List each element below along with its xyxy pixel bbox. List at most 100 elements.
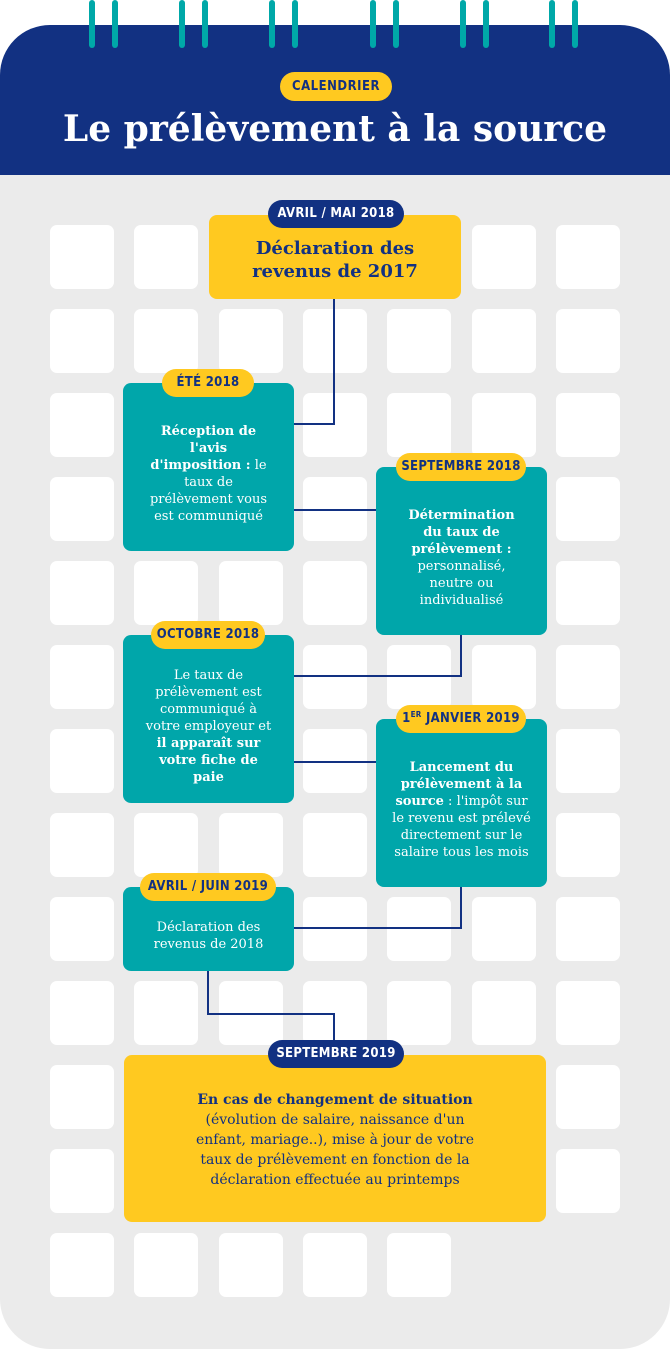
- calendar-day-cell: [556, 309, 620, 373]
- calendar-day-cell: [387, 309, 451, 373]
- step-card-changement-situation: En cas de changement de situation (évolu…: [124, 1055, 546, 1222]
- connector-line: [294, 886, 462, 929]
- date-day: 1: [402, 711, 411, 726]
- calendar-day-cell: [50, 561, 114, 625]
- step-date-badge: ÉTÉ 2018: [162, 369, 254, 397]
- calendar-day-cell: [50, 309, 114, 373]
- step-date-badge: AVRIL / JUIN 2019: [140, 873, 276, 901]
- calendar-day-cell: [556, 225, 620, 289]
- calendar-day-cell: [387, 981, 451, 1045]
- calendar-day-cell: [556, 813, 620, 877]
- calendar-day-cell: [50, 477, 114, 541]
- calendar-day-cell: [303, 813, 367, 877]
- calendar-day-cell: [556, 729, 620, 793]
- connector-line: [207, 970, 335, 1040]
- step-text-bold: Réception de l'avis d'imposition :: [150, 424, 257, 473]
- step-card-employeur: Le taux de prélèvement est communiqué à …: [123, 635, 294, 803]
- calendar-day-cell: [134, 1233, 198, 1297]
- binder-ring: [292, 0, 298, 48]
- calendar-day-cell: [50, 225, 114, 289]
- step-date-badge: 1ER JANVIER 2019: [396, 705, 526, 733]
- calendar-day-cell: [134, 309, 198, 373]
- calendar-day-cell: [472, 981, 536, 1045]
- calendar-day-cell: [472, 897, 536, 961]
- calendar-day-cell: [387, 1233, 451, 1297]
- step-card-declaration-2017: Déclaration des revenus de 2017: [209, 215, 461, 299]
- binder-ring: [89, 0, 95, 48]
- step-text: Réception de l'avis d'imposition : le ta…: [150, 423, 268, 525]
- step-text-regular: Le taux de prélèvement est communiqué à …: [145, 667, 272, 734]
- binder-ring: [269, 0, 275, 48]
- calendar-day-cell: [556, 645, 620, 709]
- binder-ring: [483, 0, 489, 48]
- calendar-day-cell: [50, 1233, 114, 1297]
- step-text-regular: le taux de prélèvement vous est communiq…: [149, 458, 268, 524]
- date-ordinal: ER: [410, 710, 422, 719]
- calendar-day-cell: [50, 645, 114, 709]
- page-title: Le prélèvement à la source: [62, 108, 608, 150]
- calendar-day-cell: [556, 477, 620, 541]
- step-text: Déclaration des revenus de 2018: [149, 919, 269, 953]
- step-text-bold: Lancement du prélèvement à la source: [395, 760, 523, 809]
- calendar-day-cell: [556, 393, 620, 457]
- connector-line: [294, 634, 462, 677]
- step-text-bold: Déclaration des revenus de 2017: [252, 238, 418, 282]
- step-date-badge: AVRIL / MAI 2018: [268, 200, 404, 228]
- calendar-day-cell: [134, 813, 198, 877]
- step-date-badge: SEPTEMBRE 2019: [268, 1040, 404, 1068]
- calendar-day-cell: [472, 393, 536, 457]
- step-text: Lancement du prélèvement à la source : l…: [389, 759, 535, 861]
- connector-line: [294, 299, 335, 425]
- calendar-day-cell: [556, 1065, 620, 1129]
- step-text-bold: il apparaît sur votre fiche de paie: [156, 735, 261, 785]
- calendar-day-cell: [303, 561, 367, 625]
- binder-ring: [393, 0, 399, 48]
- calendar-day-cell: [50, 897, 114, 961]
- step-text: En cas de changement de situation (évolu…: [180, 1090, 490, 1190]
- calendar-day-cell: [50, 1149, 114, 1213]
- step-card-determination-taux: Détermination du taux de prélèvement : p…: [376, 467, 547, 635]
- step-text-regular: (évolution de salaire, naissance d'un en…: [195, 1111, 475, 1188]
- calendar-day-cell: [134, 561, 198, 625]
- step-text: Détermination du taux de prélèvement : p…: [399, 507, 525, 609]
- binder-ring: [572, 0, 578, 48]
- step-text-bold: Détermination du taux de prélèvement :: [408, 508, 515, 557]
- step-date-badge: SEPTEMBRE 2018: [396, 453, 526, 481]
- calendar-day-cell: [387, 393, 451, 457]
- calendar-day-cell: [50, 393, 114, 457]
- calendar-day-cell: [303, 1233, 367, 1297]
- binder-ring: [460, 0, 466, 48]
- binder-ring: [549, 0, 555, 48]
- calendar-day-cell: [472, 309, 536, 373]
- step-text-regular: Déclaration des revenus de 2018: [153, 920, 264, 952]
- date-month: JANVIER 2019: [421, 711, 520, 726]
- step-card-lancement: Lancement du prélèvement à la source : l…: [376, 719, 547, 887]
- step-text-regular: personnalisé, neutre ou individualisé: [417, 559, 506, 608]
- calendar-day-cell: [134, 981, 198, 1045]
- step-text: Le taux de prélèvement est communiqué à …: [143, 667, 275, 786]
- section-label: CALENDRIER: [280, 72, 392, 101]
- calendar-day-cell: [556, 981, 620, 1045]
- calendar-day-cell: [219, 561, 283, 625]
- calendar-day-cell: [219, 309, 283, 373]
- calendar-day-cell: [556, 1149, 620, 1213]
- calendar-day-cell: [472, 225, 536, 289]
- calendar-day-cell: [50, 981, 114, 1045]
- calendar-day-cell: [134, 225, 198, 289]
- calendar-day-cell: [556, 561, 620, 625]
- binder-ring: [179, 0, 185, 48]
- step-date-badge: OCTOBRE 2018: [151, 621, 265, 649]
- step-text-regular: : l'impôt sur le revenu est prélevé dire…: [392, 794, 531, 860]
- calendar-day-cell: [556, 897, 620, 961]
- calendar-day-cell: [50, 1065, 114, 1129]
- calendar-day-cell: [50, 813, 114, 877]
- binder-ring: [112, 0, 118, 48]
- step-card-avis-imposition: Réception de l'avis d'imposition : le ta…: [123, 383, 294, 551]
- binder-ring: [202, 0, 208, 48]
- calendar-day-cell: [472, 645, 536, 709]
- step-text-bold: En cas de changement de situation: [197, 1091, 473, 1108]
- binder-ring: [370, 0, 376, 48]
- calendar-day-cell: [219, 813, 283, 877]
- step-text: Déclaration des revenus de 2017: [240, 237, 430, 283]
